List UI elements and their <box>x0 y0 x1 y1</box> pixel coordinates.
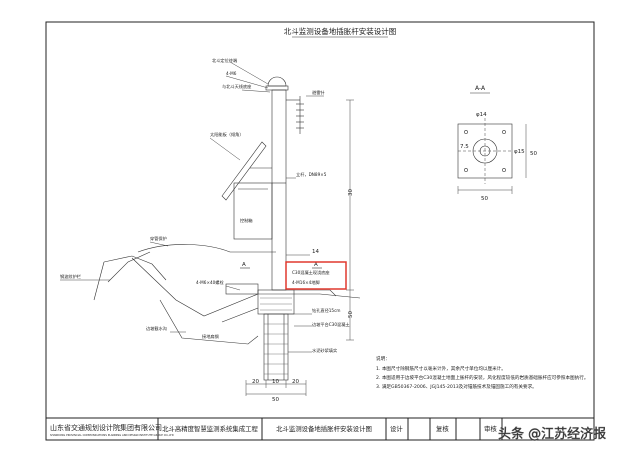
note-item-2: 2. 本图适用于边坡平台C30混凝土地面上胀杆的安装，风化程度较低的岩质基础胀杆… <box>376 374 588 381</box>
dim-base-height: 50 <box>348 311 354 318</box>
dim-bottom-20-left: 20 <box>252 379 259 385</box>
control-box <box>233 182 273 240</box>
label-solar-panel: 太阳能板（倾角） <box>210 131 244 138</box>
approve-label: 审核 <box>484 424 497 433</box>
highlight-box <box>285 261 347 290</box>
label-anchor-bolts: 4-M16×4地脚 <box>292 279 320 286</box>
company-name-en: SHANDONG PROVINCIAL COMMUNICATIONS PLANN… <box>50 433 174 437</box>
solar-panel <box>221 141 267 201</box>
dim-bottom-10: 10 <box>272 379 279 385</box>
elevation-view: A A 北斗定位终端 4-M6 与北斗天线底座 避雷针 太阳能板（倾角） 控制箱… <box>60 57 361 403</box>
plan-hole: φ14 <box>476 112 487 118</box>
plan-inner: φ15 <box>514 149 525 155</box>
label-c30-pad: 边坡平台C30混凝土 <box>312 321 350 328</box>
label-lightning-rod: 避雷针 <box>312 89 325 96</box>
label-cable-conduit: 穿管保护 <box>150 235 167 242</box>
drawing-name: 北斗监测设备地插胀杆安装设计图 <box>276 424 372 433</box>
label-anchor-grout: 水泥砂浆填实 <box>312 347 337 354</box>
label-antenna-mount: 4-M6 <box>226 71 237 76</box>
design-label: 设计 <box>390 424 403 433</box>
company-name: 山东省交通规划设计院集团有限公司 <box>50 423 162 432</box>
label-beidou-antenna: 北斗定位终端 <box>212 57 237 64</box>
plan-width: 50 <box>481 196 488 202</box>
plan-offset: 7.5 <box>460 144 469 150</box>
anchor-body <box>263 313 289 381</box>
section-a-a: A-A φ14 φ15 7.5 50 50 <box>457 85 537 202</box>
dim-bottom-20-right: 20 <box>292 379 299 385</box>
guard-rail <box>107 251 151 283</box>
label-guard-rail: 钢波纹护栏 <box>60 273 81 280</box>
label-slope-soil: 边坡截水沟 <box>146 325 167 332</box>
notes-block: 说明： 1. 本图尺寸除钢筋尺寸以毫米计外，其余尺寸单位均以厘米计。 2. 本图… <box>376 355 588 390</box>
label-ground-cable: 接地扁钢 <box>202 333 219 340</box>
plan-height: 50 <box>530 151 537 157</box>
dim-pole-height: 30 <box>348 189 354 196</box>
label-concrete-block: C30混凝土现浇底座 <box>292 269 330 276</box>
cable-conduit <box>137 244 276 253</box>
cut-marker-left: A <box>242 262 246 268</box>
beidou-antenna-dome <box>267 76 287 87</box>
dim-bottom-total: 50 <box>272 397 279 403</box>
cut-marker-right: A <box>314 262 318 268</box>
dim-top-offset: 14 <box>312 249 319 255</box>
section-title: A-A <box>475 85 486 92</box>
drawing-title: 北斗监测设备地插胀杆安装设计图 <box>284 26 397 36</box>
pole-body <box>271 89 287 291</box>
antenna-base-plate <box>265 85 289 91</box>
sheet-border <box>45 21 595 441</box>
note-item-3: 3. 满足GB50367-2006、JGJ145-2013及对锚筋技术及锚固施工… <box>376 383 537 390</box>
watermark: 头条 @江苏经济报 <box>498 426 606 442</box>
label-drill-hole: 钻孔直径15cm <box>312 307 340 314</box>
title-block: 山东省交通规划设计院集团有限公司 SHANDONG PROVINCIAL COM… <box>50 418 503 440</box>
concrete-base <box>257 289 295 315</box>
project-name: 北斗高精度智慧监测系统集成工程 <box>162 424 258 433</box>
slope-profile <box>131 257 361 317</box>
side-pad <box>225 283 259 295</box>
label-pole: 立杆，DN89×5 <box>296 171 327 178</box>
label-control-box: 控制箱 <box>240 217 253 224</box>
review-label: 复核 <box>436 424 449 433</box>
notes-heading: 说明： <box>376 355 390 362</box>
label-antenna-base: 与北斗天线底座 <box>222 83 251 90</box>
label-base-slab: 4-M6×40螺栓 <box>196 279 224 286</box>
slope-ditch <box>159 299 259 345</box>
note-item-1: 1. 本图尺寸除钢筋尺寸以毫米计外，其余尺寸单位均以厘米计。 <box>376 365 506 372</box>
